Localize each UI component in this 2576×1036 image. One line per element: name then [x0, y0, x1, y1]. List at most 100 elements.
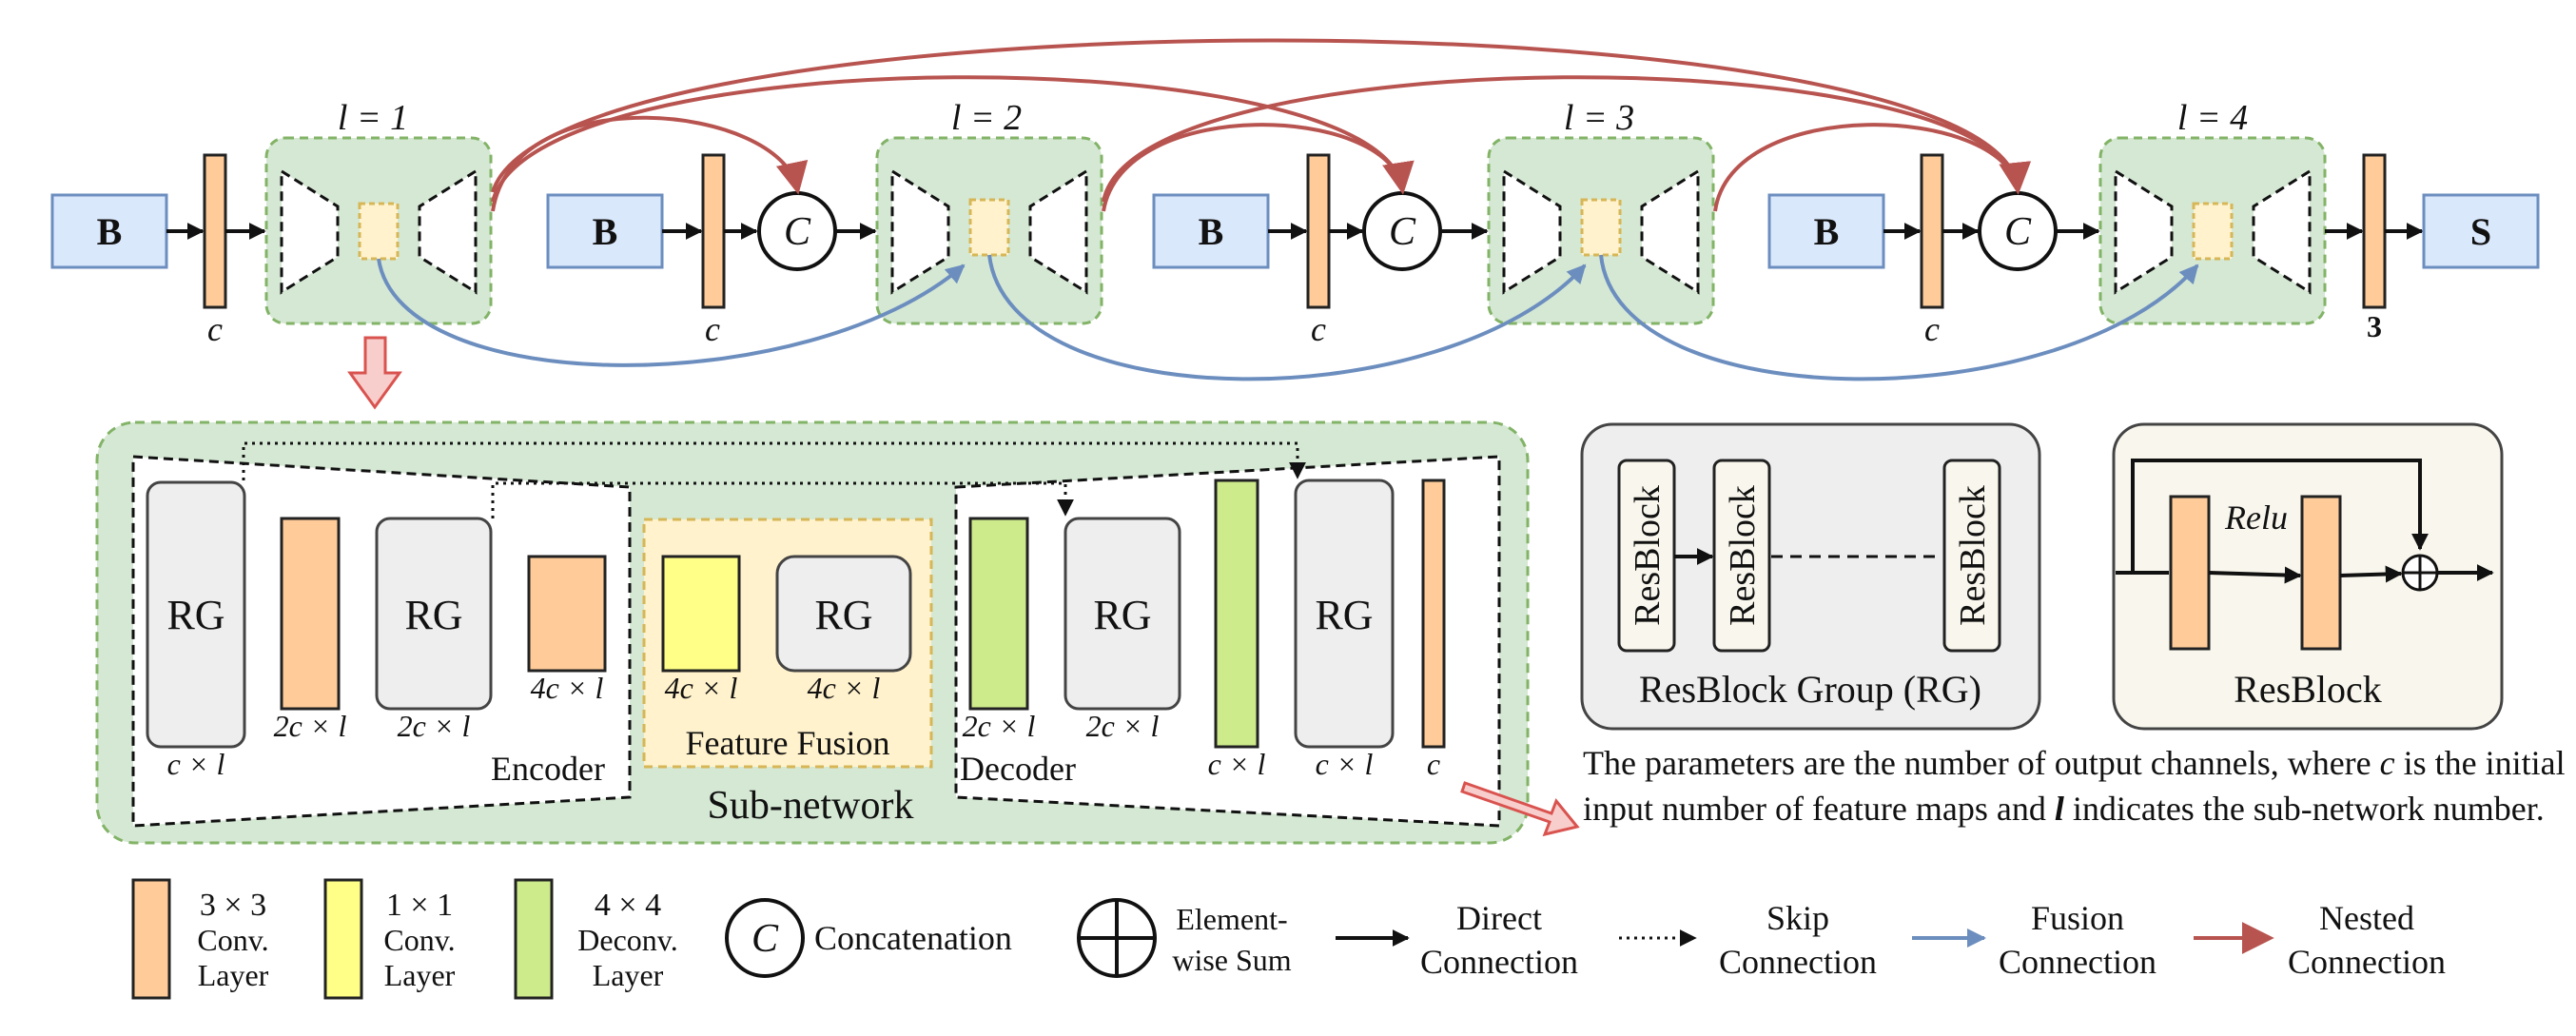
input-b-2-label: B	[593, 210, 618, 253]
out-conv-block	[1421, 479, 1446, 749]
skip-connection-inner	[491, 481, 1074, 518]
note-var-l: l	[2054, 790, 2064, 828]
legend-fusion-line1: Fusion	[2031, 899, 2124, 937]
resblock-box-1-label: ResBlock	[1628, 485, 1668, 626]
rg-block-1-dim: c × l	[167, 747, 225, 781]
feature-fusion-label: Feature Fusion	[686, 724, 890, 762]
legend-concat-icon	[725, 898, 805, 978]
skip-connection-outer	[242, 441, 1306, 480]
deconv-block-1-dim: 2c × l	[963, 709, 1036, 743]
legend-deconv4-size: 4 × 4	[595, 888, 661, 923]
legend-sum-line2: wise Sum	[1172, 943, 1291, 977]
fusion-conv-dim: 4c × l	[665, 671, 738, 705]
resblock-panel: Relu ResBlock	[2112, 422, 2504, 731]
nested-connection-1-2	[491, 115, 809, 212]
conv-layer-2	[701, 153, 726, 309]
conv-layer-4	[1920, 153, 1944, 309]
legend-direct-line1: Direct	[1456, 899, 1542, 937]
out-conv-dim: c	[1427, 747, 1440, 781]
rg-block-4	[1294, 479, 1395, 749]
resblock-conv-2	[2300, 495, 2342, 651]
level-label-4: l = 4	[2177, 98, 2248, 138]
encoder-label: Encoder	[491, 750, 605, 788]
pipeline: l = 1 l = 2 l = 3 l = 4 B c B c C	[50, 38, 2540, 410]
conv-layer-out	[2362, 153, 2387, 309]
legend-fusion-line2: Connection	[1999, 943, 2156, 981]
legend-deconv4-swatch	[514, 878, 554, 1000]
subnetwork-box-3	[1487, 136, 1715, 325]
nested-connection-1-4	[491, 38, 2031, 195]
relu-label: Relu	[2224, 498, 2288, 537]
concat-node-2-label: C	[784, 210, 811, 254]
direct-arrow	[2339, 565, 2403, 583]
fusion-conv-block	[661, 555, 741, 673]
rg-block-2	[375, 517, 493, 711]
direct-arrow	[2208, 566, 2302, 584]
legend-conv1-line2: Conv.	[383, 923, 455, 957]
output-s	[2422, 193, 2540, 269]
legend-concat-icon-label: C	[751, 917, 779, 961]
conv-block-2-dim: 4c × l	[531, 671, 604, 705]
input-b-4-label: B	[1814, 210, 1840, 253]
conv-layer-1	[203, 153, 227, 309]
legend-conv3-line3: Layer	[198, 958, 269, 992]
conv-layer-3	[1306, 153, 1331, 309]
resblock-caption: ResBlock	[2234, 668, 2382, 711]
conv-block-2	[527, 555, 607, 673]
conv-block-1-dim: 2c × l	[274, 709, 347, 743]
resblock-conv-1	[2169, 495, 2211, 651]
fusion-connection-1-2	[377, 258, 966, 367]
subnetwork-box-4	[2098, 136, 2327, 325]
rg-block-3-dim: 2c × l	[1086, 709, 1160, 743]
rg-block-3-label: RG	[1093, 592, 1151, 638]
legend-conv1-swatch	[323, 878, 363, 1000]
input-b-1-label: B	[97, 210, 123, 253]
channel-label-1: c	[207, 310, 223, 348]
subnetwork-title: Sub-network	[708, 784, 914, 828]
legend-nested-line1: Nested	[2319, 899, 2414, 937]
resblock-group-panel: ResBlock ResBlock ResBlock ResBlock Grou…	[1580, 422, 2041, 731]
concat-node-3-label: C	[1389, 210, 1416, 254]
note-part-2: is the initial input number of feature m…	[1583, 744, 2566, 828]
subnetwork-detail: Feature Fusion RG c × l 2c × l RG 2c × l…	[95, 420, 1580, 845]
rg-block-1-label: RG	[166, 592, 224, 638]
legend-conv1-line3: Layer	[384, 958, 456, 992]
resblock-box-2	[1712, 459, 1771, 653]
legend-conv1-size: 1 × 1	[386, 888, 453, 923]
fusion-connection-3-4	[1599, 254, 2199, 381]
input-b-4	[1767, 193, 1885, 269]
legend-deconv4-line3: Layer	[593, 958, 664, 992]
rg-block-3	[1064, 517, 1181, 711]
legend-nested-line2: Connection	[2288, 943, 2446, 981]
deconv-block-2	[1214, 479, 1259, 749]
parameter-note: The parameters are the number of output …	[1583, 740, 2572, 831]
note-part-3: indicates the sub-network number.	[2063, 790, 2545, 828]
input-b-2	[546, 193, 664, 269]
subnetwork-box-2	[875, 136, 1103, 325]
rg-block-1	[146, 480, 246, 749]
legend-skip-line2: Connection	[1719, 943, 1877, 981]
level-label-2: l = 2	[951, 98, 1022, 138]
subnetwork-box-1	[264, 136, 493, 325]
fusion-connection-2-3	[987, 254, 1587, 381]
deconv-block-1	[968, 517, 1029, 711]
resblock-box-3-label: ResBlock	[1953, 485, 1993, 626]
note-var-c: c	[2379, 744, 2395, 782]
decoder-label: Decoder	[960, 750, 1076, 788]
fusion-rg-label: RG	[814, 592, 872, 638]
fusion-rg-dim: 4c × l	[808, 671, 881, 705]
input-b-3-label: B	[1199, 210, 1224, 253]
level-label-1: l = 1	[338, 98, 408, 138]
nested-connection-3-4	[1713, 123, 2020, 212]
rg-block-4-label: RG	[1315, 592, 1373, 638]
legend-conv3-size: 3 × 3	[200, 888, 266, 923]
rg-block-2-label: RG	[404, 592, 462, 638]
legend-sum-icon	[1077, 898, 1157, 978]
legend-direct-line2: Connection	[1420, 943, 1578, 981]
channel-label-4: c	[1924, 310, 1940, 348]
resblock-box-2-label: ResBlock	[1723, 485, 1763, 626]
nested-connection-2-4	[1102, 75, 2020, 203]
conv-block-1	[280, 517, 341, 711]
